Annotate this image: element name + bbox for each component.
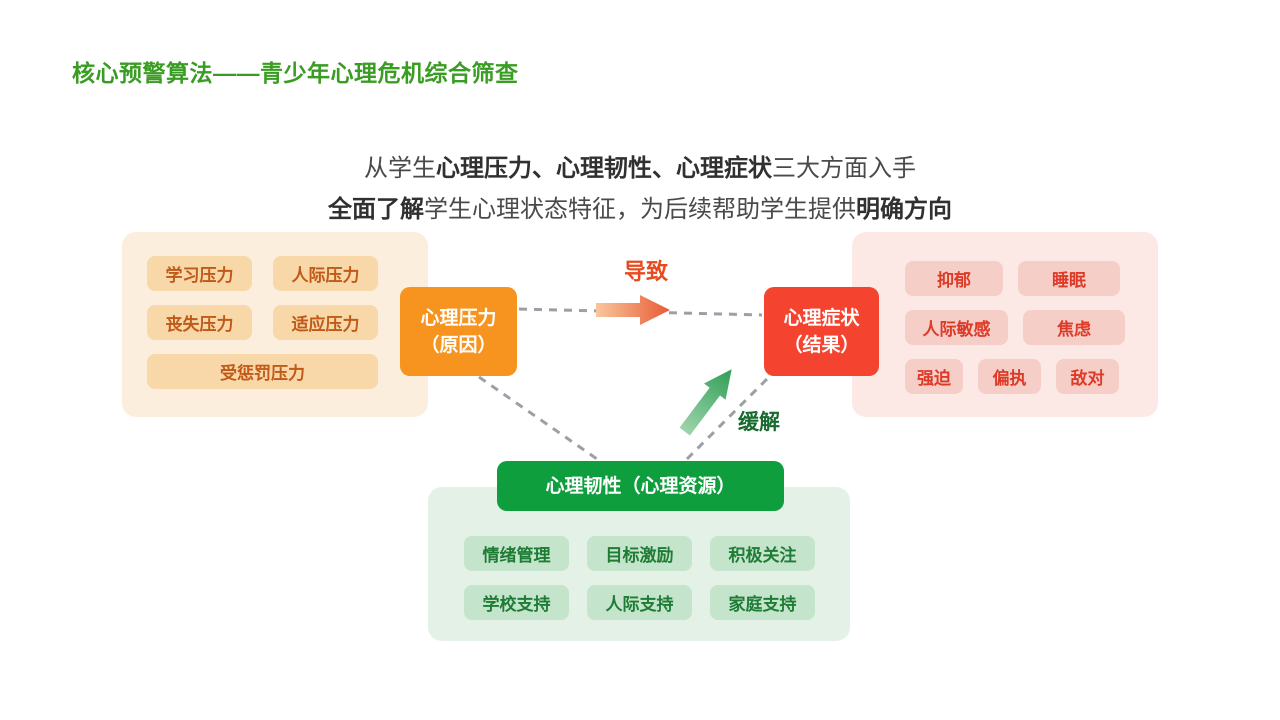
resilience-chip: 人际支持 <box>587 585 692 620</box>
resilience-panel: 情绪管理 目标激励 积极关注 学校支持 人际支持 家庭支持 <box>428 487 850 641</box>
subtitle: 从学生心理压力、心理韧性、心理症状三大方面入手 全面了解学生心理状态特征，为后续… <box>0 148 1280 230</box>
stress-node-line1: 心理压力 <box>420 307 497 329</box>
stress-node: 心理压力 （原因） <box>400 287 517 376</box>
relieve-arrow-icon <box>679 369 732 436</box>
subtitle-text-bold: 心理压力、心理韧性、心理症状 <box>436 155 772 182</box>
resilience-row: 情绪管理 目标激励 积极关注 <box>464 536 815 571</box>
subtitle-line-1: 从学生心理压力、心理韧性、心理症状三大方面入手 <box>0 148 1280 189</box>
subtitle-text-bold: 全面了解 <box>328 196 424 223</box>
stress-chip: 受惩罚压力 <box>147 354 378 389</box>
resilience-chip: 积极关注 <box>710 536 815 571</box>
stress-to-resilience-dashed-line <box>478 375 598 461</box>
symptom-chip: 人际敏感 <box>905 310 1008 345</box>
resilience-node: 心理韧性（心理资源） <box>497 461 784 511</box>
symptom-chip: 强迫 <box>905 359 963 394</box>
stress-chip: 丧失压力 <box>147 305 252 340</box>
stress-chip: 适应压力 <box>273 305 378 340</box>
subtitle-text: 三大方面入手 <box>772 155 916 182</box>
stress-node-line2: （原因） <box>420 334 497 356</box>
stress-chip: 人际压力 <box>273 256 378 291</box>
stress-to-symptom-dashed-line <box>518 307 763 317</box>
resilience-row: 学校支持 人际支持 家庭支持 <box>464 585 815 620</box>
symptom-node: 心理症状 （结果） <box>764 287 879 376</box>
cause-edge-label: 导致 <box>623 259 668 284</box>
symptoms-row: 强迫 偏执 敌对 <box>905 359 1125 394</box>
stress-chip: 学习压力 <box>147 256 252 291</box>
page-title: 核心预警算法——青少年心理危机综合筛查 <box>72 60 519 86</box>
stress-factors-panel: 学习压力 人际压力 丧失压力 适应压力 受惩罚压力 <box>122 232 428 417</box>
symptom-chip: 敌对 <box>1056 359 1119 394</box>
resilience-chip: 家庭支持 <box>710 585 815 620</box>
symptom-chip: 焦虑 <box>1023 310 1125 345</box>
stress-factors-grid: 学习压力 人际压力 丧失压力 适应压力 受惩罚压力 <box>147 256 378 389</box>
resilience-node-label: 心理韧性（心理资源） <box>545 475 736 497</box>
subtitle-text: 从学生 <box>364 155 436 182</box>
symptom-chip: 睡眠 <box>1018 261 1120 296</box>
symptoms-row: 抑郁 睡眠 <box>905 261 1125 296</box>
symptom-node-line1: 心理症状 <box>783 307 860 329</box>
resilience-chip: 目标激励 <box>587 536 692 571</box>
subtitle-line-2: 全面了解学生心理状态特征，为后续帮助学生提供明确方向 <box>0 189 1280 230</box>
subtitle-text-bold: 明确方向 <box>856 196 952 223</box>
resilience-chip: 学校支持 <box>464 585 569 620</box>
symptoms-panel: 抑郁 睡眠 人际敏感 焦虑 强迫 偏执 敌对 <box>852 232 1158 417</box>
symptom-node-line2: （结果） <box>783 334 860 356</box>
relieve-edge-label: 缓解 <box>738 411 780 434</box>
resilience-grid: 情绪管理 目标激励 积极关注 学校支持 人际支持 家庭支持 <box>464 536 815 620</box>
symptoms-row: 人际敏感 焦虑 <box>905 310 1125 345</box>
cause-arrow-icon <box>596 295 670 325</box>
resilience-chip: 情绪管理 <box>464 536 569 571</box>
symptoms-grid: 抑郁 睡眠 人际敏感 焦虑 强迫 偏执 敌对 <box>905 261 1125 394</box>
subtitle-text: 学生心理状态特征，为后续帮助学生提供 <box>424 196 856 223</box>
symptom-chip: 抑郁 <box>905 261 1003 296</box>
symptom-chip: 偏执 <box>978 359 1041 394</box>
